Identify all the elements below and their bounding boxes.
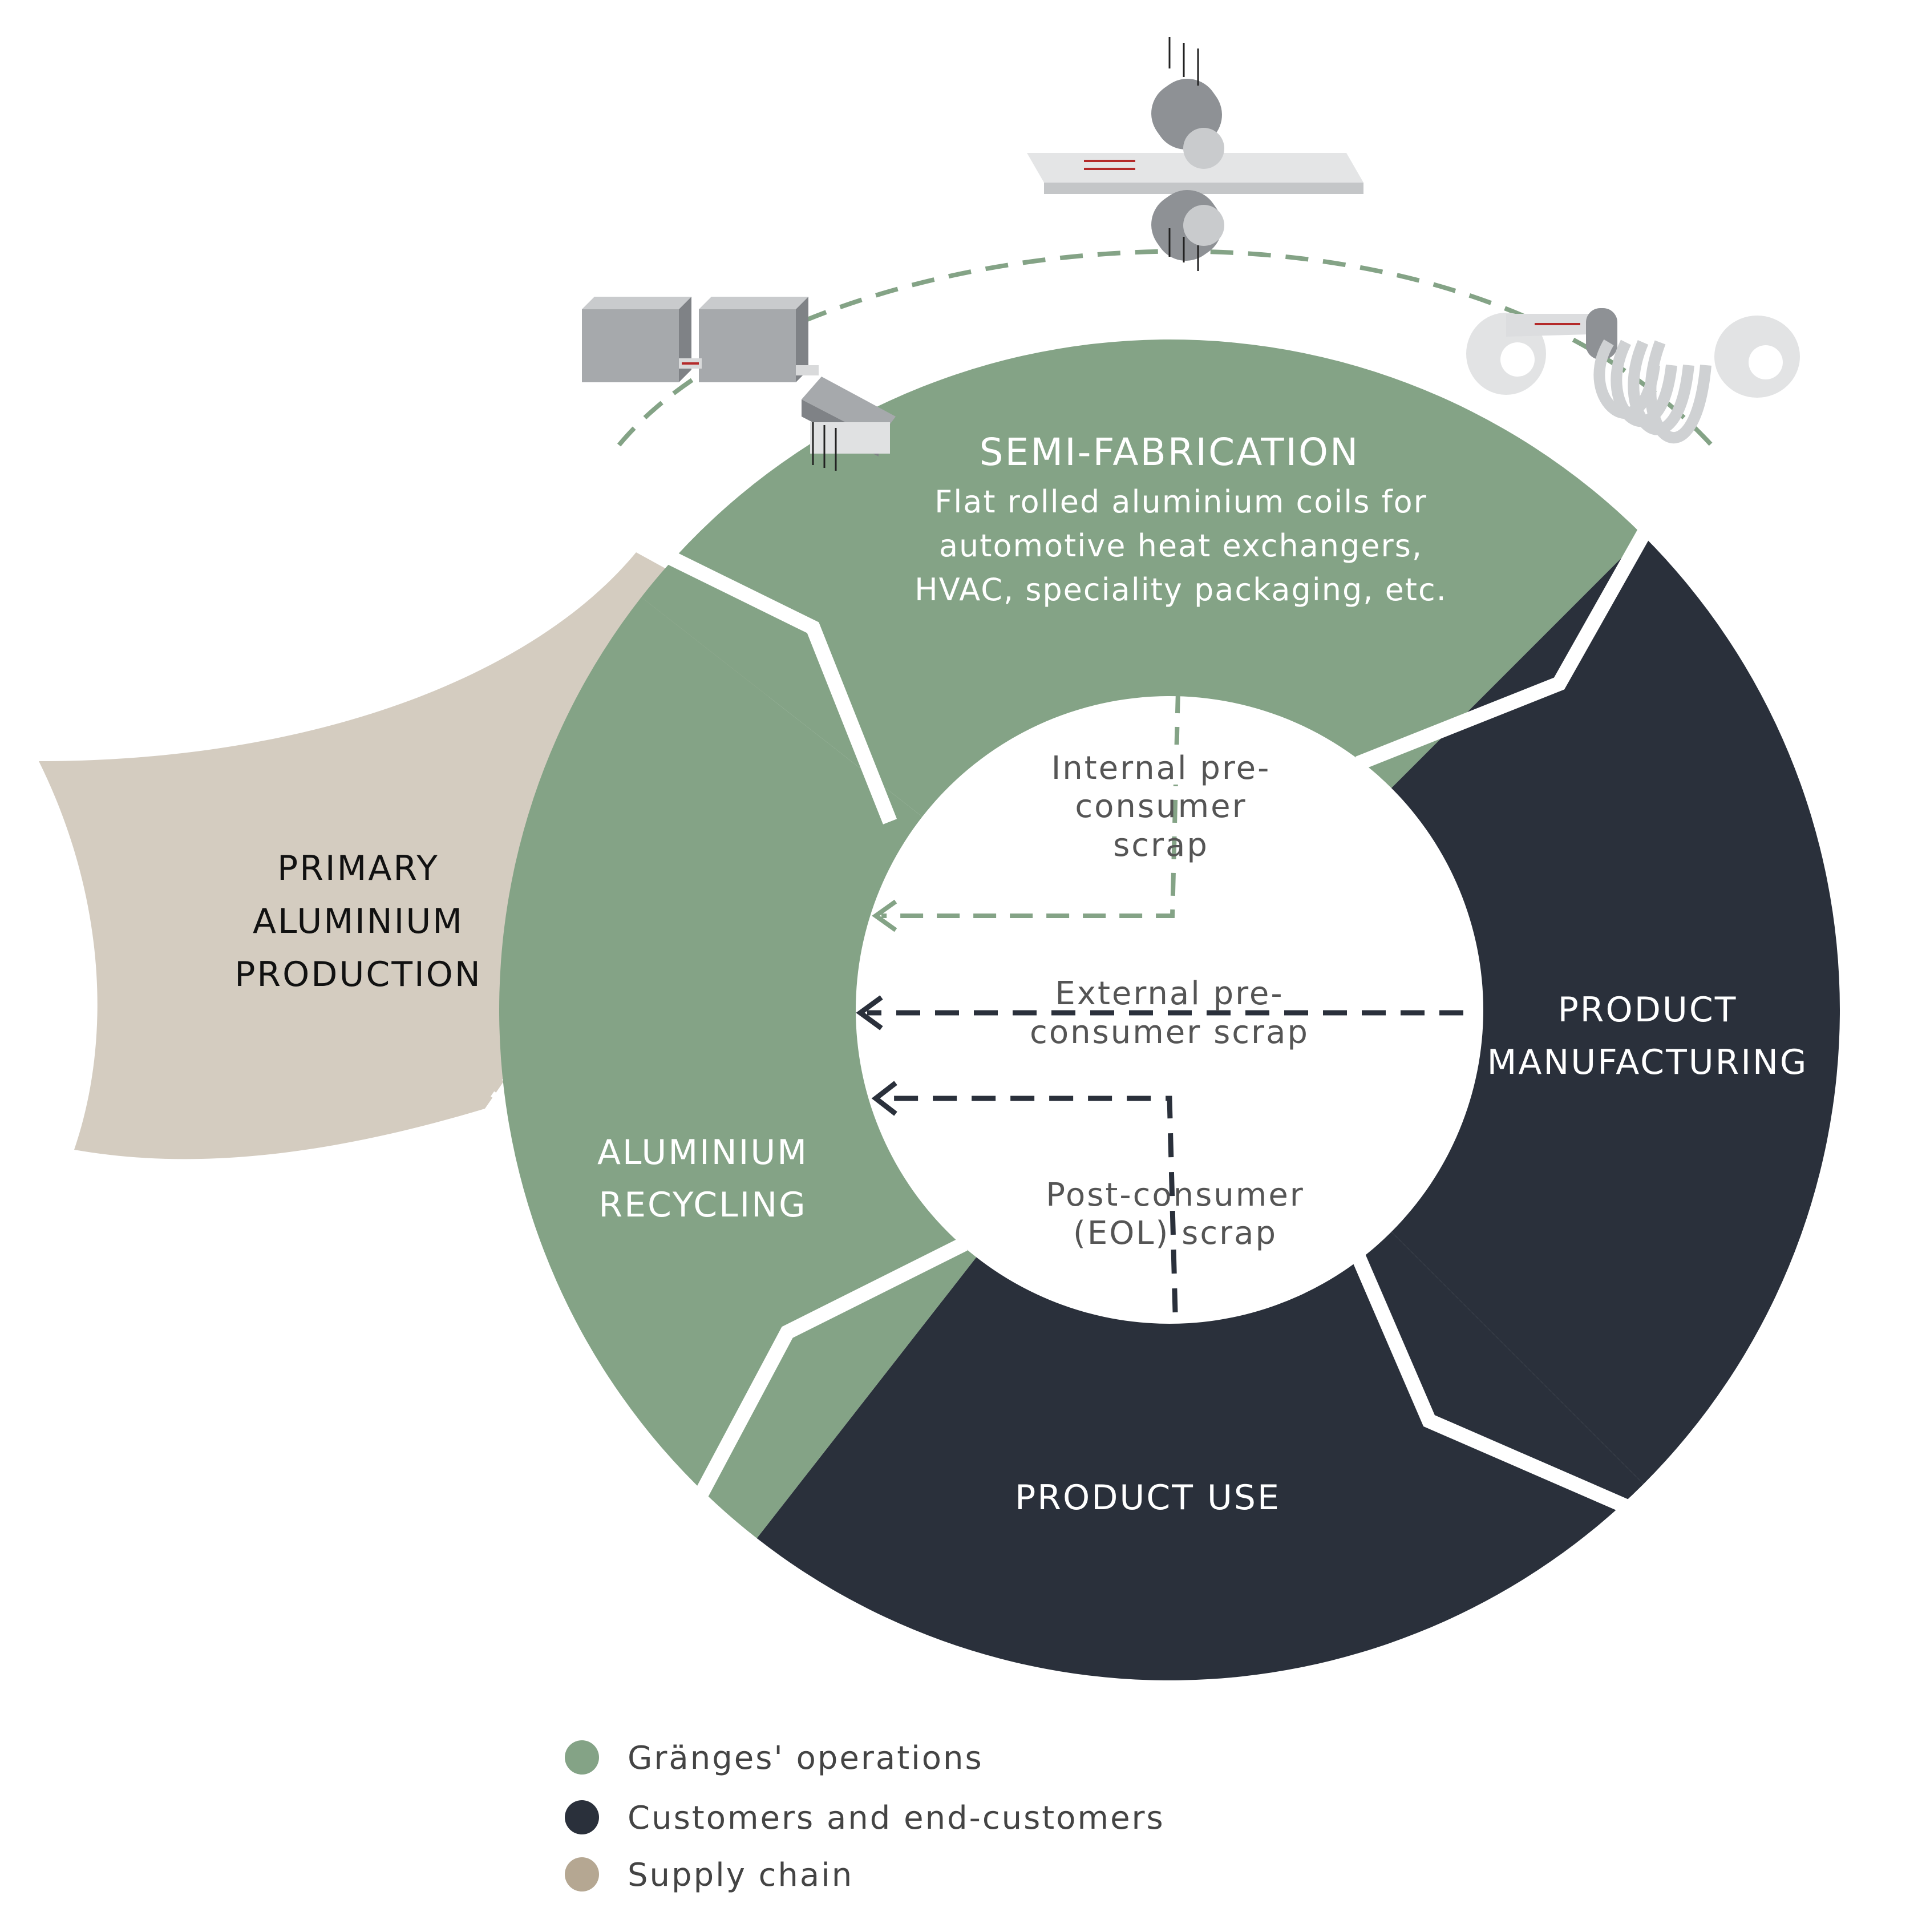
legend-item-granges: Gränges' operations xyxy=(565,1740,984,1777)
internal-scrap-label: Internal pre- consumer scrap xyxy=(1038,745,1278,864)
separator-recycling-semi xyxy=(641,538,897,824)
aluminium-recycling-label: ALUMINIUM RECYCLING xyxy=(597,1133,808,1225)
internal-scrap-line-1: Internal pre- xyxy=(1051,750,1271,787)
product-use-segment xyxy=(756,1231,1644,1680)
legend-label-supply: Supply chain xyxy=(628,1857,853,1894)
post-consumer-line-1: Post-consumer xyxy=(1046,1177,1305,1214)
product-manufacturing-segment xyxy=(1391,536,1840,1484)
product-manufacturing-line-1: PRODUCT xyxy=(1558,990,1738,1030)
external-scrap-arrowhead xyxy=(856,995,883,1030)
separator-semi-manufacturing xyxy=(1356,524,1654,771)
semi-fabrication-label: SEMI-FABRICATION Flat rolled aluminium c… xyxy=(915,430,1447,608)
slitting-coil-icon xyxy=(1466,308,1800,444)
separator-use-recycling xyxy=(686,1237,968,1513)
primary-production-line-1: PRIMARY xyxy=(277,848,439,888)
post-consumer-scrap-arrowhead xyxy=(871,1081,897,1116)
primary-production-line-3: PRODUCTION xyxy=(234,955,482,995)
rolling-mill-icon xyxy=(1027,37,1363,271)
semi-fabrication-desc-2: automotive heat exchangers, xyxy=(939,528,1423,564)
lifecycle-ring xyxy=(499,339,1840,1680)
semi-fabrication-segment xyxy=(641,339,1644,817)
product-use-label: PRODUCT USE xyxy=(1015,1478,1281,1518)
segment-separators xyxy=(641,524,1654,1513)
legend: Gränges' operations Customers and end-cu… xyxy=(565,1740,1165,1894)
casting-machine-icon xyxy=(582,297,896,471)
legend-item-customers: Customers and end-customers xyxy=(565,1800,1165,1837)
legend-item-supply: Supply chain xyxy=(565,1857,853,1894)
internal-scrap-line-3: scrap xyxy=(1113,827,1209,864)
legend-label-granges: Gränges' operations xyxy=(628,1740,984,1777)
legend-swatch-supply xyxy=(565,1857,599,1891)
post-consumer-scrap-label: Post-consumer (EOL) scrap xyxy=(1046,1177,1305,1252)
product-manufacturing-line-2: MANUFACTURING xyxy=(1487,1042,1808,1082)
external-scrap-label: External pre- consumer scrap xyxy=(1030,975,1309,1051)
separator-manufacturing-use xyxy=(1345,1239,1629,1513)
post-consumer-scrap-arrow xyxy=(881,1096,1178,1313)
external-scrap-line-2: consumer scrap xyxy=(1030,1014,1309,1051)
semi-fabrication-desc-1: Flat rolled aluminium coils for xyxy=(934,484,1427,520)
aluminium-recycling-line-1: ALUMINIUM xyxy=(597,1133,808,1173)
legend-swatch-customers xyxy=(565,1800,599,1834)
product-manufacturing-label: PRODUCT MANUFACTURING xyxy=(1487,990,1808,1082)
post-consumer-line-2: (EOL) scrap xyxy=(1073,1215,1277,1252)
semi-fabrication-desc-3: HVAC, speciality packaging, etc. xyxy=(915,572,1447,608)
primary-production-label: PRIMARY ALUMINIUM PRODUCTION xyxy=(234,848,482,995)
legend-swatch-granges xyxy=(565,1740,599,1775)
aluminium-recycling-line-2: RECYCLING xyxy=(598,1185,807,1225)
semi-fabrication-title: SEMI-FABRICATION xyxy=(980,430,1360,474)
external-scrap-line-1: External pre- xyxy=(1055,975,1284,1012)
primary-production-line-2: ALUMINIUM xyxy=(253,902,464,941)
internal-scrap-line-2: consumer xyxy=(1075,788,1247,825)
internal-scrap-arrowhead xyxy=(872,899,897,932)
scrap-flows xyxy=(856,690,1463,1313)
legend-label-customers: Customers and end-customers xyxy=(628,1800,1165,1837)
